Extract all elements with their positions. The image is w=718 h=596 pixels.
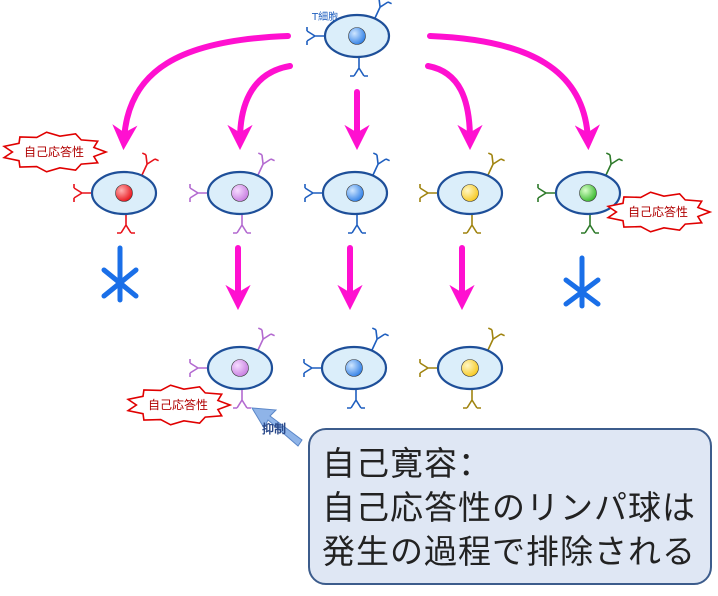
arrow-to-purple-cell bbox=[227, 63, 293, 151]
autoreactive-badge-right: 自己応答性 bbox=[606, 191, 713, 233]
top-t-cell bbox=[306, 0, 392, 77]
cell-nucleus bbox=[461, 184, 479, 202]
surviving-blue-cell bbox=[303, 327, 389, 409]
cell-nucleus bbox=[346, 184, 364, 202]
cell-nucleus bbox=[461, 359, 479, 377]
arrow-to-green-cell bbox=[427, 33, 600, 151]
info-line-1: 自己寛容： bbox=[322, 444, 492, 483]
cell-nucleus bbox=[231, 184, 249, 202]
blue-cell bbox=[304, 152, 390, 234]
cell-nucleus bbox=[231, 359, 249, 377]
branch-arrows bbox=[112, 33, 600, 151]
arrow-to-yellow-cell bbox=[425, 63, 483, 151]
arrow-to-red-cell bbox=[112, 33, 291, 151]
cells-layer bbox=[73, 0, 623, 409]
purple-cell bbox=[189, 152, 275, 234]
autoreactive-label: 自己応答性 bbox=[24, 144, 84, 159]
autoreactive-badge-bottom: 自己応答性 bbox=[126, 384, 233, 426]
deletion-cross-green bbox=[563, 255, 601, 309]
cell-nucleus bbox=[579, 184, 597, 202]
surviving-yellow-cell bbox=[419, 327, 505, 409]
info-line-2: 自己応答性のリンパ球は bbox=[322, 488, 696, 527]
suppression-arrow bbox=[251, 407, 303, 447]
deletion-cross-red bbox=[101, 245, 139, 303]
survival-arrows bbox=[225, 245, 475, 311]
self-tolerance-box: 自己寛容： 自己応答性のリンパ球は 発生の過程で排除される bbox=[308, 428, 712, 585]
t-cell-label: T細胞 bbox=[312, 12, 339, 23]
red-autoreactive-cell bbox=[73, 152, 159, 234]
green-autoreactive-cell bbox=[537, 152, 623, 234]
autoreactive-badge-left: 自己応答性 bbox=[2, 131, 109, 173]
info-line-3: 発生の過程で排除される bbox=[322, 532, 696, 571]
cell-nucleus bbox=[345, 359, 363, 377]
cell-nucleus bbox=[348, 27, 366, 45]
autoreactive-label: 自己応答性 bbox=[628, 204, 688, 219]
autoreactive-label: 自己応答性 bbox=[148, 397, 208, 412]
surviving-purple-cell bbox=[189, 327, 275, 409]
cell-nucleus bbox=[115, 184, 133, 202]
deletion-marks bbox=[101, 245, 601, 309]
yellow-cell bbox=[419, 152, 505, 234]
suppression-label: 抑制 bbox=[262, 422, 287, 436]
